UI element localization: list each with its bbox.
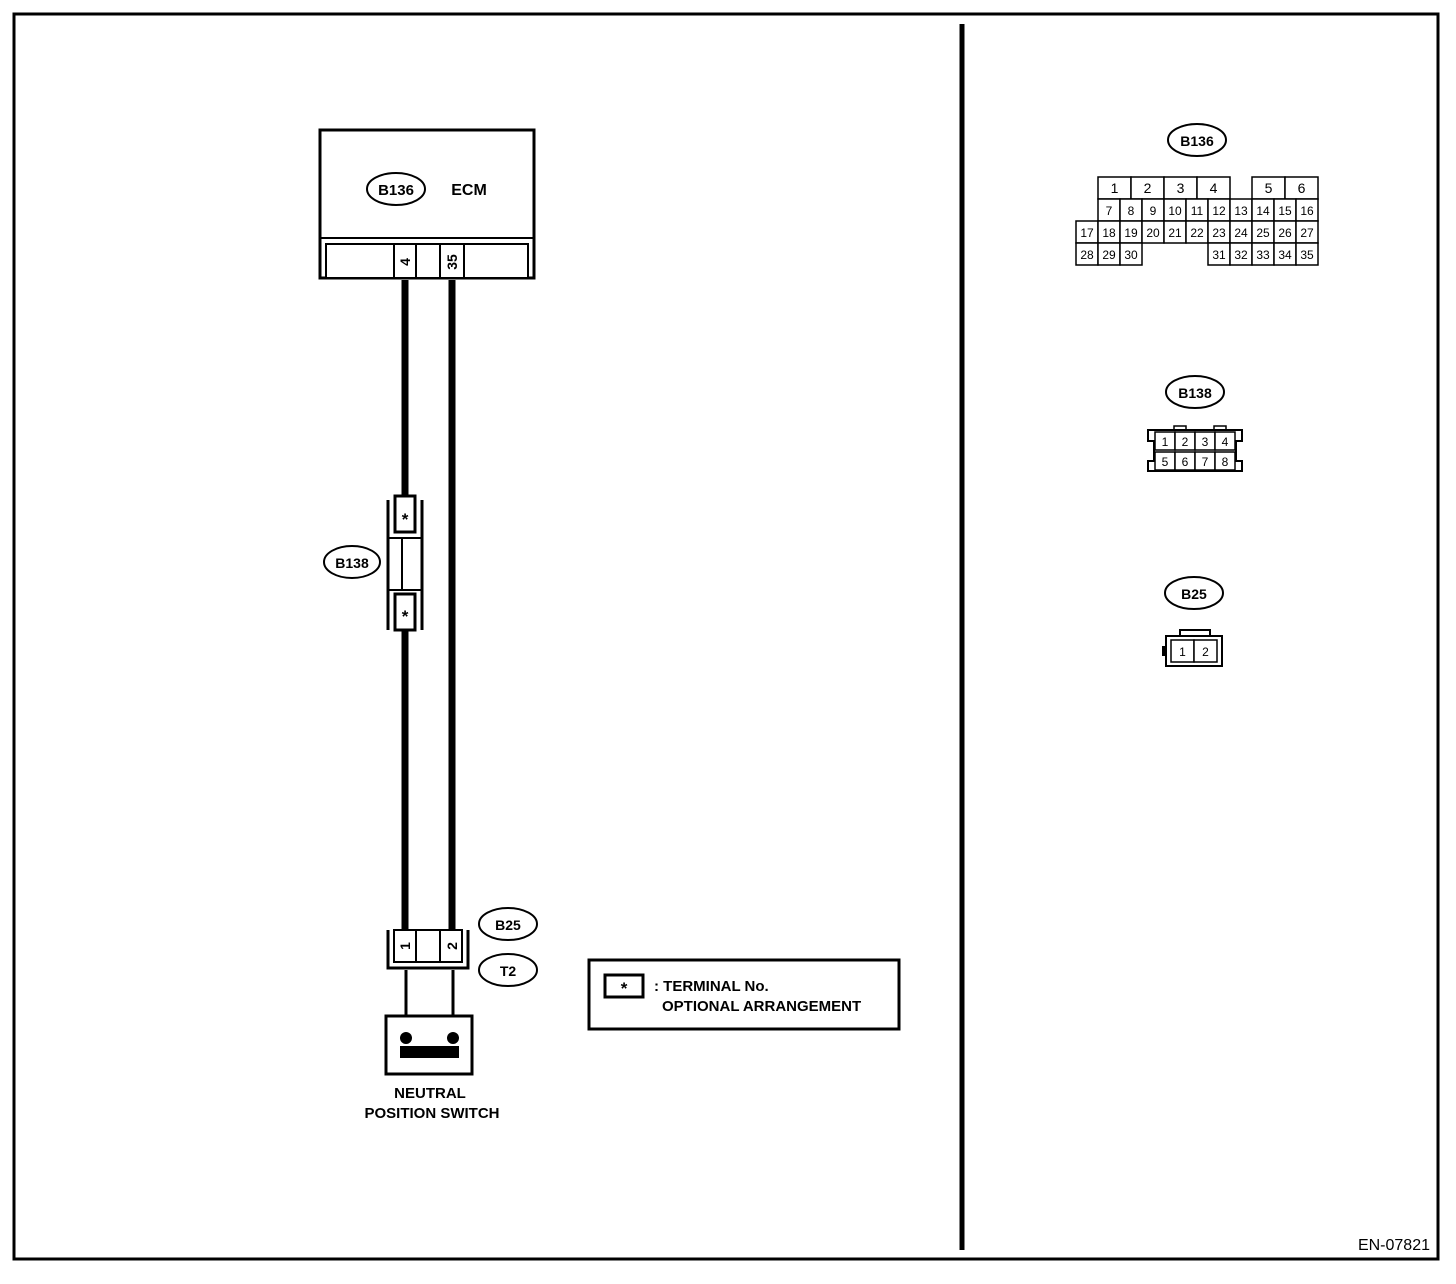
ecm-pin-4: 4 bbox=[397, 258, 413, 266]
b136-pin-label: 32 bbox=[1234, 248, 1248, 262]
b138-pin-label: 4 bbox=[1222, 435, 1229, 449]
b138-pin-upper: * bbox=[402, 510, 409, 529]
legend: * : TERMINAL No. OPTIONAL ARRANGEMENT bbox=[587, 958, 901, 1031]
b136-pin-label: 30 bbox=[1124, 248, 1138, 262]
b25-pin-cell bbox=[1193, 639, 1218, 663]
legend-line1: : TERMINAL No. bbox=[654, 978, 769, 995]
b138-pin-label: 2 bbox=[1182, 435, 1189, 449]
figure-id: EN-07821 bbox=[1358, 1237, 1430, 1254]
b136-pin-label: 20 bbox=[1146, 226, 1160, 240]
b25-view-id: B25 bbox=[1181, 586, 1207, 602]
b136-pin-label: 11 bbox=[1191, 204, 1204, 218]
b138-badge bbox=[323, 545, 381, 579]
b136-pin-label: 23 bbox=[1212, 226, 1226, 240]
frame bbox=[12, 12, 1440, 1261]
b136-pin-label: 21 bbox=[1168, 226, 1182, 240]
b136-pin-label: 3 bbox=[1177, 180, 1185, 196]
legend-symbol: * bbox=[621, 979, 628, 998]
b136-pin-label: 19 bbox=[1124, 226, 1138, 240]
b138-pin-label: 7 bbox=[1202, 455, 1209, 469]
switch-label-line2: POSITION SWITCH bbox=[365, 1105, 500, 1122]
b136-pin-cell bbox=[1119, 242, 1143, 266]
b25-connector: 1 2 B25 T2 bbox=[386, 907, 538, 987]
ecm-pin-35: 35 bbox=[444, 254, 460, 270]
b136-pin-label: 12 bbox=[1212, 204, 1226, 218]
b138-pin-cell bbox=[1214, 451, 1236, 471]
b138-pin-lower: * bbox=[402, 607, 409, 626]
ecm-label: ECM bbox=[451, 182, 487, 199]
b138-connector: * * B138 bbox=[323, 494, 424, 632]
neutral-position-switch: NEUTRAL POSITION SWITCH bbox=[365, 1014, 500, 1122]
b136-pin-label: 28 bbox=[1080, 248, 1094, 262]
b25-badge bbox=[478, 907, 538, 941]
b136-pin-label: 27 bbox=[1300, 226, 1314, 240]
b138-id: B138 bbox=[335, 555, 369, 571]
b136-pin-label: 14 bbox=[1256, 204, 1270, 218]
b136-pin-label: 6 bbox=[1298, 180, 1306, 196]
legend-line2: OPTIONAL ARRANGEMENT bbox=[662, 998, 861, 1015]
b136-pin-label: 10 bbox=[1168, 204, 1182, 218]
legend-symbol-box bbox=[603, 973, 645, 999]
b136-pin-label: 1 bbox=[1111, 180, 1119, 196]
b136-pin-label: 33 bbox=[1256, 248, 1270, 262]
b136-pin-label: 16 bbox=[1300, 204, 1314, 218]
b138-pin-label: 1 bbox=[1162, 435, 1169, 449]
b136-pin-label: 8 bbox=[1128, 204, 1135, 218]
b136-pin-label: 22 bbox=[1190, 226, 1204, 240]
switch-label-line1: NEUTRAL bbox=[394, 1085, 466, 1102]
b25-connector-view: B25 1 2 bbox=[1162, 576, 1224, 667]
t2-badge bbox=[478, 953, 538, 987]
b136-pin-label: 34 bbox=[1278, 248, 1292, 262]
b136-pin-cell bbox=[1295, 242, 1319, 266]
b136-pin-label: 15 bbox=[1278, 204, 1292, 218]
b138-pin-label: 5 bbox=[1162, 455, 1169, 469]
b138-pin-label: 6 bbox=[1182, 455, 1189, 469]
b138-pin-label: 3 bbox=[1202, 435, 1209, 449]
b136-pin-label: 5 bbox=[1265, 180, 1273, 196]
b136-pin-label: 35 bbox=[1300, 248, 1314, 262]
b25-pin-2: 2 bbox=[444, 942, 460, 950]
b138-pin-label: 8 bbox=[1222, 455, 1229, 469]
b136-pin-label: 13 bbox=[1234, 204, 1248, 218]
b136-pin-label: 4 bbox=[1210, 180, 1218, 196]
b136-pin-label: 29 bbox=[1102, 248, 1116, 262]
ecm-unit: B136 ECM 4 35 bbox=[318, 128, 536, 280]
b136-pin-label: 31 bbox=[1212, 248, 1226, 262]
b138-view-id: B138 bbox=[1178, 385, 1212, 401]
b25-pin-1: 1 bbox=[397, 942, 413, 950]
b136-pin-label: 26 bbox=[1278, 226, 1292, 240]
b25-id: B25 bbox=[495, 917, 521, 933]
t2-id: T2 bbox=[500, 963, 517, 979]
b136-pin-label: 2 bbox=[1144, 180, 1152, 196]
b25-pin-label: 2 bbox=[1202, 645, 1209, 659]
b136-pin-label: 25 bbox=[1256, 226, 1270, 240]
b136-pin-label: 9 bbox=[1150, 204, 1157, 218]
b136-view-id: B136 bbox=[1180, 133, 1214, 149]
b136-pin-label: 7 bbox=[1106, 204, 1113, 218]
b136-pin-label: 18 bbox=[1102, 226, 1116, 240]
ecm-connector-badge bbox=[366, 172, 426, 206]
b136-pin-label: 24 bbox=[1234, 226, 1248, 240]
b138-pin-cell bbox=[1214, 431, 1236, 451]
b136-pin-label: 17 bbox=[1080, 226, 1094, 240]
b25-pin-label: 1 bbox=[1179, 645, 1186, 659]
wires bbox=[401, 280, 456, 1036]
ecm-connector-id: B136 bbox=[378, 182, 414, 199]
